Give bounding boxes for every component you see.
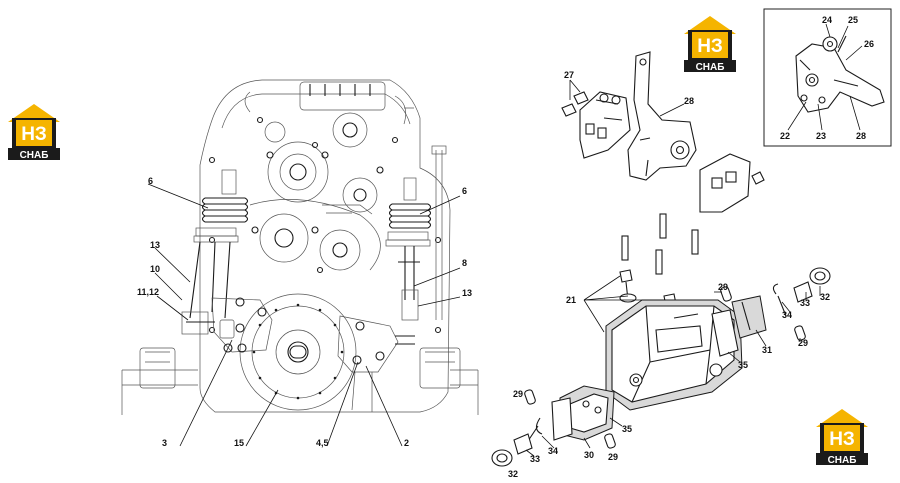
callout-33-lower: 33 [530,454,540,464]
callout-13-right: 13 [462,288,472,298]
callout-4-5: 4,5 [316,438,329,448]
left-callouts: 6 6 13 10 11,12 8 13 3 15 4,5 2 [137,176,472,448]
right-leaders [525,79,821,457]
callout-3: 3 [162,438,167,448]
brand-logo-top: НЗ СНАБ [684,16,736,73]
inset-callout-26: 26 [864,39,874,49]
callout-21: 21 [566,295,576,305]
callout-28: 28 [684,96,694,106]
logo-mark: НЗ [697,36,723,57]
callout-29-upper: 29 [718,282,728,292]
callout-6-right: 6 [462,186,467,196]
callout-11-12: 11,12 [137,287,159,297]
brand-logo-bottom: НЗ СНАБ [816,409,868,466]
callout-13-left: 13 [150,240,160,250]
inset-callout-22: 22 [780,131,790,141]
callout-8: 8 [462,258,467,268]
callout-29-bottom: 29 [608,452,618,462]
callout-29-right: 29 [798,338,808,348]
callout-35-lower: 35 [622,424,632,434]
callout-33-upper: 33 [800,298,810,308]
callout-34-lower: 34 [548,446,558,456]
callout-32-upper: 32 [820,292,830,302]
engine-assembly-drawing [121,79,479,415]
exploded-mount-drawing [491,51,831,467]
callout-10: 10 [150,264,160,274]
callout-6-left: 6 [148,176,153,186]
logo-mark: НЗ [829,429,855,450]
callout-29-left: 29 [513,389,523,399]
callout-32-lower: 32 [508,469,518,479]
callout-31: 31 [762,345,772,355]
logo-mark: НЗ [21,124,47,145]
logo-word: СНАБ [20,150,49,161]
logo-word: СНАБ [696,62,725,73]
inset-callout-23: 23 [816,131,826,141]
inset-callout-25: 25 [848,15,858,25]
brand-logo-left: НЗ СНАБ [8,104,60,161]
callout-15: 15 [234,438,244,448]
callout-30: 30 [584,450,594,460]
left-leaders [147,183,461,447]
right-callouts: 27 28 21 29 32 34 33 29 31 35 29 35 34 3… [508,70,830,479]
logo-word: СНАБ [828,455,857,466]
inset-callout-24: 24 [822,15,832,25]
callout-35-upper: 35 [738,360,748,370]
callout-27: 27 [564,70,574,80]
detail-inset: 24 25 26 22 23 28 [763,8,892,147]
callout-34-upper: 34 [782,310,792,320]
inset-callout-28: 28 [856,131,866,141]
callout-2: 2 [404,438,409,448]
